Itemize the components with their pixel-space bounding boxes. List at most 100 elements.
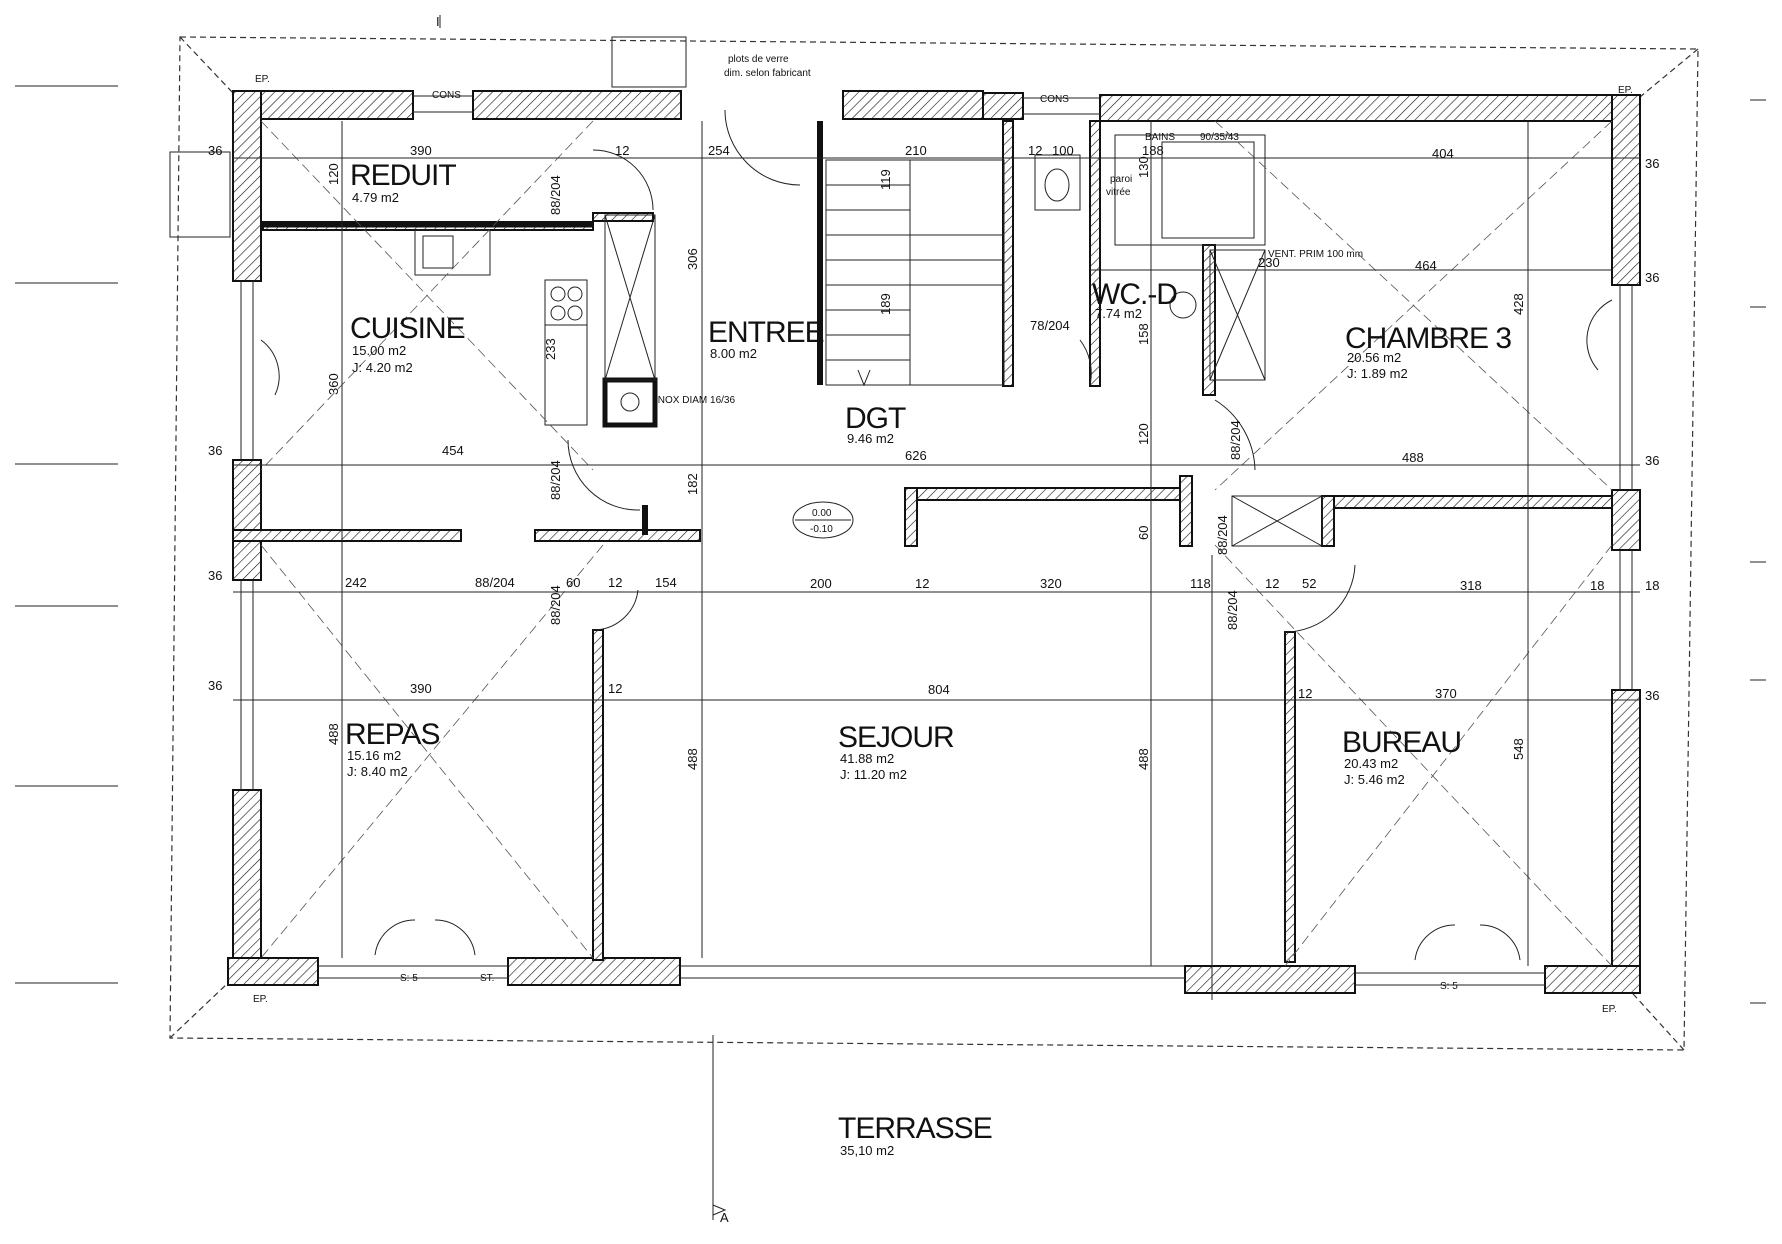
dim-label: 12 — [915, 576, 929, 591]
room-name: REPAS — [345, 718, 439, 751]
room-reduit: REDUIT 4.79 m2 — [350, 159, 457, 205]
dim-label: 36 — [208, 443, 222, 458]
dim-label: 360 — [326, 373, 341, 395]
dim-label: 200 — [810, 576, 832, 591]
dim-label: 88/204 — [1225, 590, 1240, 630]
windows — [240, 95, 1633, 986]
vertical-dimension-labels: 120 360 233 306 119 189 130 158 428 182 … — [326, 156, 1526, 770]
dim-label: 488 — [685, 748, 700, 770]
room-name: REDUIT — [350, 159, 456, 192]
dim-label: 88/204 — [548, 175, 563, 215]
inox-note: INOX DIAM 16/36 — [655, 395, 735, 406]
ep-label: EP. — [253, 994, 268, 1005]
room-area: 20.43 m2 — [1344, 756, 1398, 771]
room-area: 15.00 m2 — [352, 343, 406, 358]
diagonals — [260, 120, 1613, 967]
room-name: CHAMBRE 3 — [1345, 322, 1511, 355]
paroi-note: paroi — [1110, 174, 1132, 185]
exterior-walls — [227, 90, 1641, 994]
dim-label: 488 — [1402, 450, 1424, 465]
dim-label: 36 — [1645, 156, 1659, 171]
dim-label: 60 — [566, 575, 580, 590]
room-sub-area: J: 5.46 m2 — [1344, 772, 1405, 787]
room-sub-area: J: 8.40 m2 — [347, 764, 408, 779]
dim-label: 18 — [1645, 578, 1659, 593]
ep-label: EP. — [255, 74, 270, 85]
room-sub-area: J: 11.20 m2 — [840, 767, 907, 782]
dimension-lines — [233, 121, 1640, 966]
dim-label: 464 — [1415, 258, 1437, 273]
window-label: S: 5 — [400, 973, 418, 984]
room-dgt: DGT 9.46 m2 — [845, 402, 907, 446]
vent-note: VENT. PRIM 100 mm — [1268, 249, 1363, 260]
dim-label: 36 — [208, 568, 222, 583]
dim-label: 88/204 — [1228, 420, 1243, 460]
dim-label: 119 — [878, 169, 893, 190]
dim-label: 88/204 — [475, 575, 515, 590]
room-name: TERRASSE — [838, 1112, 992, 1145]
dim-label: 36 — [208, 678, 222, 693]
room-wc: WC.-D 7.74 m2 — [1092, 278, 1178, 321]
bain-note-2: 90/35/43 — [1200, 132, 1239, 143]
room-entree: ENTREE 8.00 m2 — [708, 316, 825, 361]
dim-label: 78/204 — [1030, 318, 1070, 333]
dim-label: 120 — [326, 163, 341, 185]
room-sub-area: J: 4.20 m2 — [352, 360, 413, 375]
dim-label: 306 — [685, 248, 700, 270]
glass-note-2: dim. selon fabricant — [724, 68, 811, 79]
fixtures — [414, 15, 1323, 1220]
dim-label: 60 — [1136, 526, 1151, 540]
room-name: WC.-D — [1092, 278, 1177, 311]
dim-label: 488 — [326, 723, 341, 745]
dim-label: 254 — [708, 143, 730, 158]
room-area: 8.00 m2 — [710, 346, 757, 361]
dim-label: 12 — [1298, 686, 1312, 701]
room-name: CUISINE — [350, 312, 465, 345]
room-chambre3: CHAMBRE 3 20.56 m2 J: 1.89 m2 — [1345, 322, 1512, 381]
level-top: 0.00 — [812, 508, 832, 519]
room-area: 15.16 m2 — [347, 748, 401, 763]
dim-label: 370 — [1435, 686, 1457, 701]
window-label: ST. — [480, 973, 494, 984]
room-name: SEJOUR — [838, 721, 954, 754]
room-sejour: SEJOUR 41.88 m2 J: 11.20 m2 — [838, 721, 955, 782]
dim-label: 454 — [442, 443, 464, 458]
room-bureau: BUREAU 20.43 m2 J: 5.46 m2 — [1342, 726, 1462, 787]
dim-label: 36 — [208, 143, 222, 158]
dim-label: 390 — [410, 681, 432, 696]
room-terrasse: TERRASSE 35,10 m2 — [838, 1112, 993, 1158]
room-area: 20.56 m2 — [1347, 350, 1401, 365]
window-label: S: 5 — [1440, 981, 1458, 992]
tick-mark: I — [436, 14, 440, 29]
dim-label: 390 — [410, 143, 432, 158]
window-label: CONS — [432, 90, 461, 101]
annotations: plots de verre dim. selon fabricant VENT… — [253, 14, 1633, 1225]
dim-label: 318 — [1460, 578, 1482, 593]
room-name: DGT — [845, 402, 906, 435]
margin-marks — [15, 85, 1766, 1004]
dim-label: 12 — [615, 143, 629, 158]
dim-label: 182 — [685, 473, 700, 495]
dim-label: 100 — [1052, 143, 1074, 158]
ep-label: EP. — [1602, 1004, 1617, 1015]
dim-label: 158 — [1136, 323, 1151, 345]
window-label: CONS — [1040, 94, 1069, 105]
ep-label: EP. — [1618, 85, 1633, 96]
dim-label: 320 — [1040, 576, 1062, 591]
room-area: 9.46 m2 — [847, 431, 894, 446]
door-swings — [260, 109, 1613, 961]
dim-label: 88/204 — [548, 460, 563, 500]
dim-label: 548 — [1511, 738, 1526, 760]
dim-label: 230 — [1258, 255, 1280, 270]
dim-label: 233 — [543, 338, 558, 360]
room-area: 41.88 m2 — [840, 751, 894, 766]
room-sub-area: J: 1.89 m2 — [1347, 366, 1408, 381]
dim-label: 120 — [1136, 423, 1151, 445]
staircase — [825, 159, 1005, 387]
dim-label: 12 — [608, 575, 622, 590]
dim-label: 404 — [1432, 146, 1454, 161]
room-area: 4.79 m2 — [352, 190, 399, 205]
dim-label: 188 — [1142, 143, 1164, 158]
dim-label: 36 — [1645, 688, 1659, 703]
